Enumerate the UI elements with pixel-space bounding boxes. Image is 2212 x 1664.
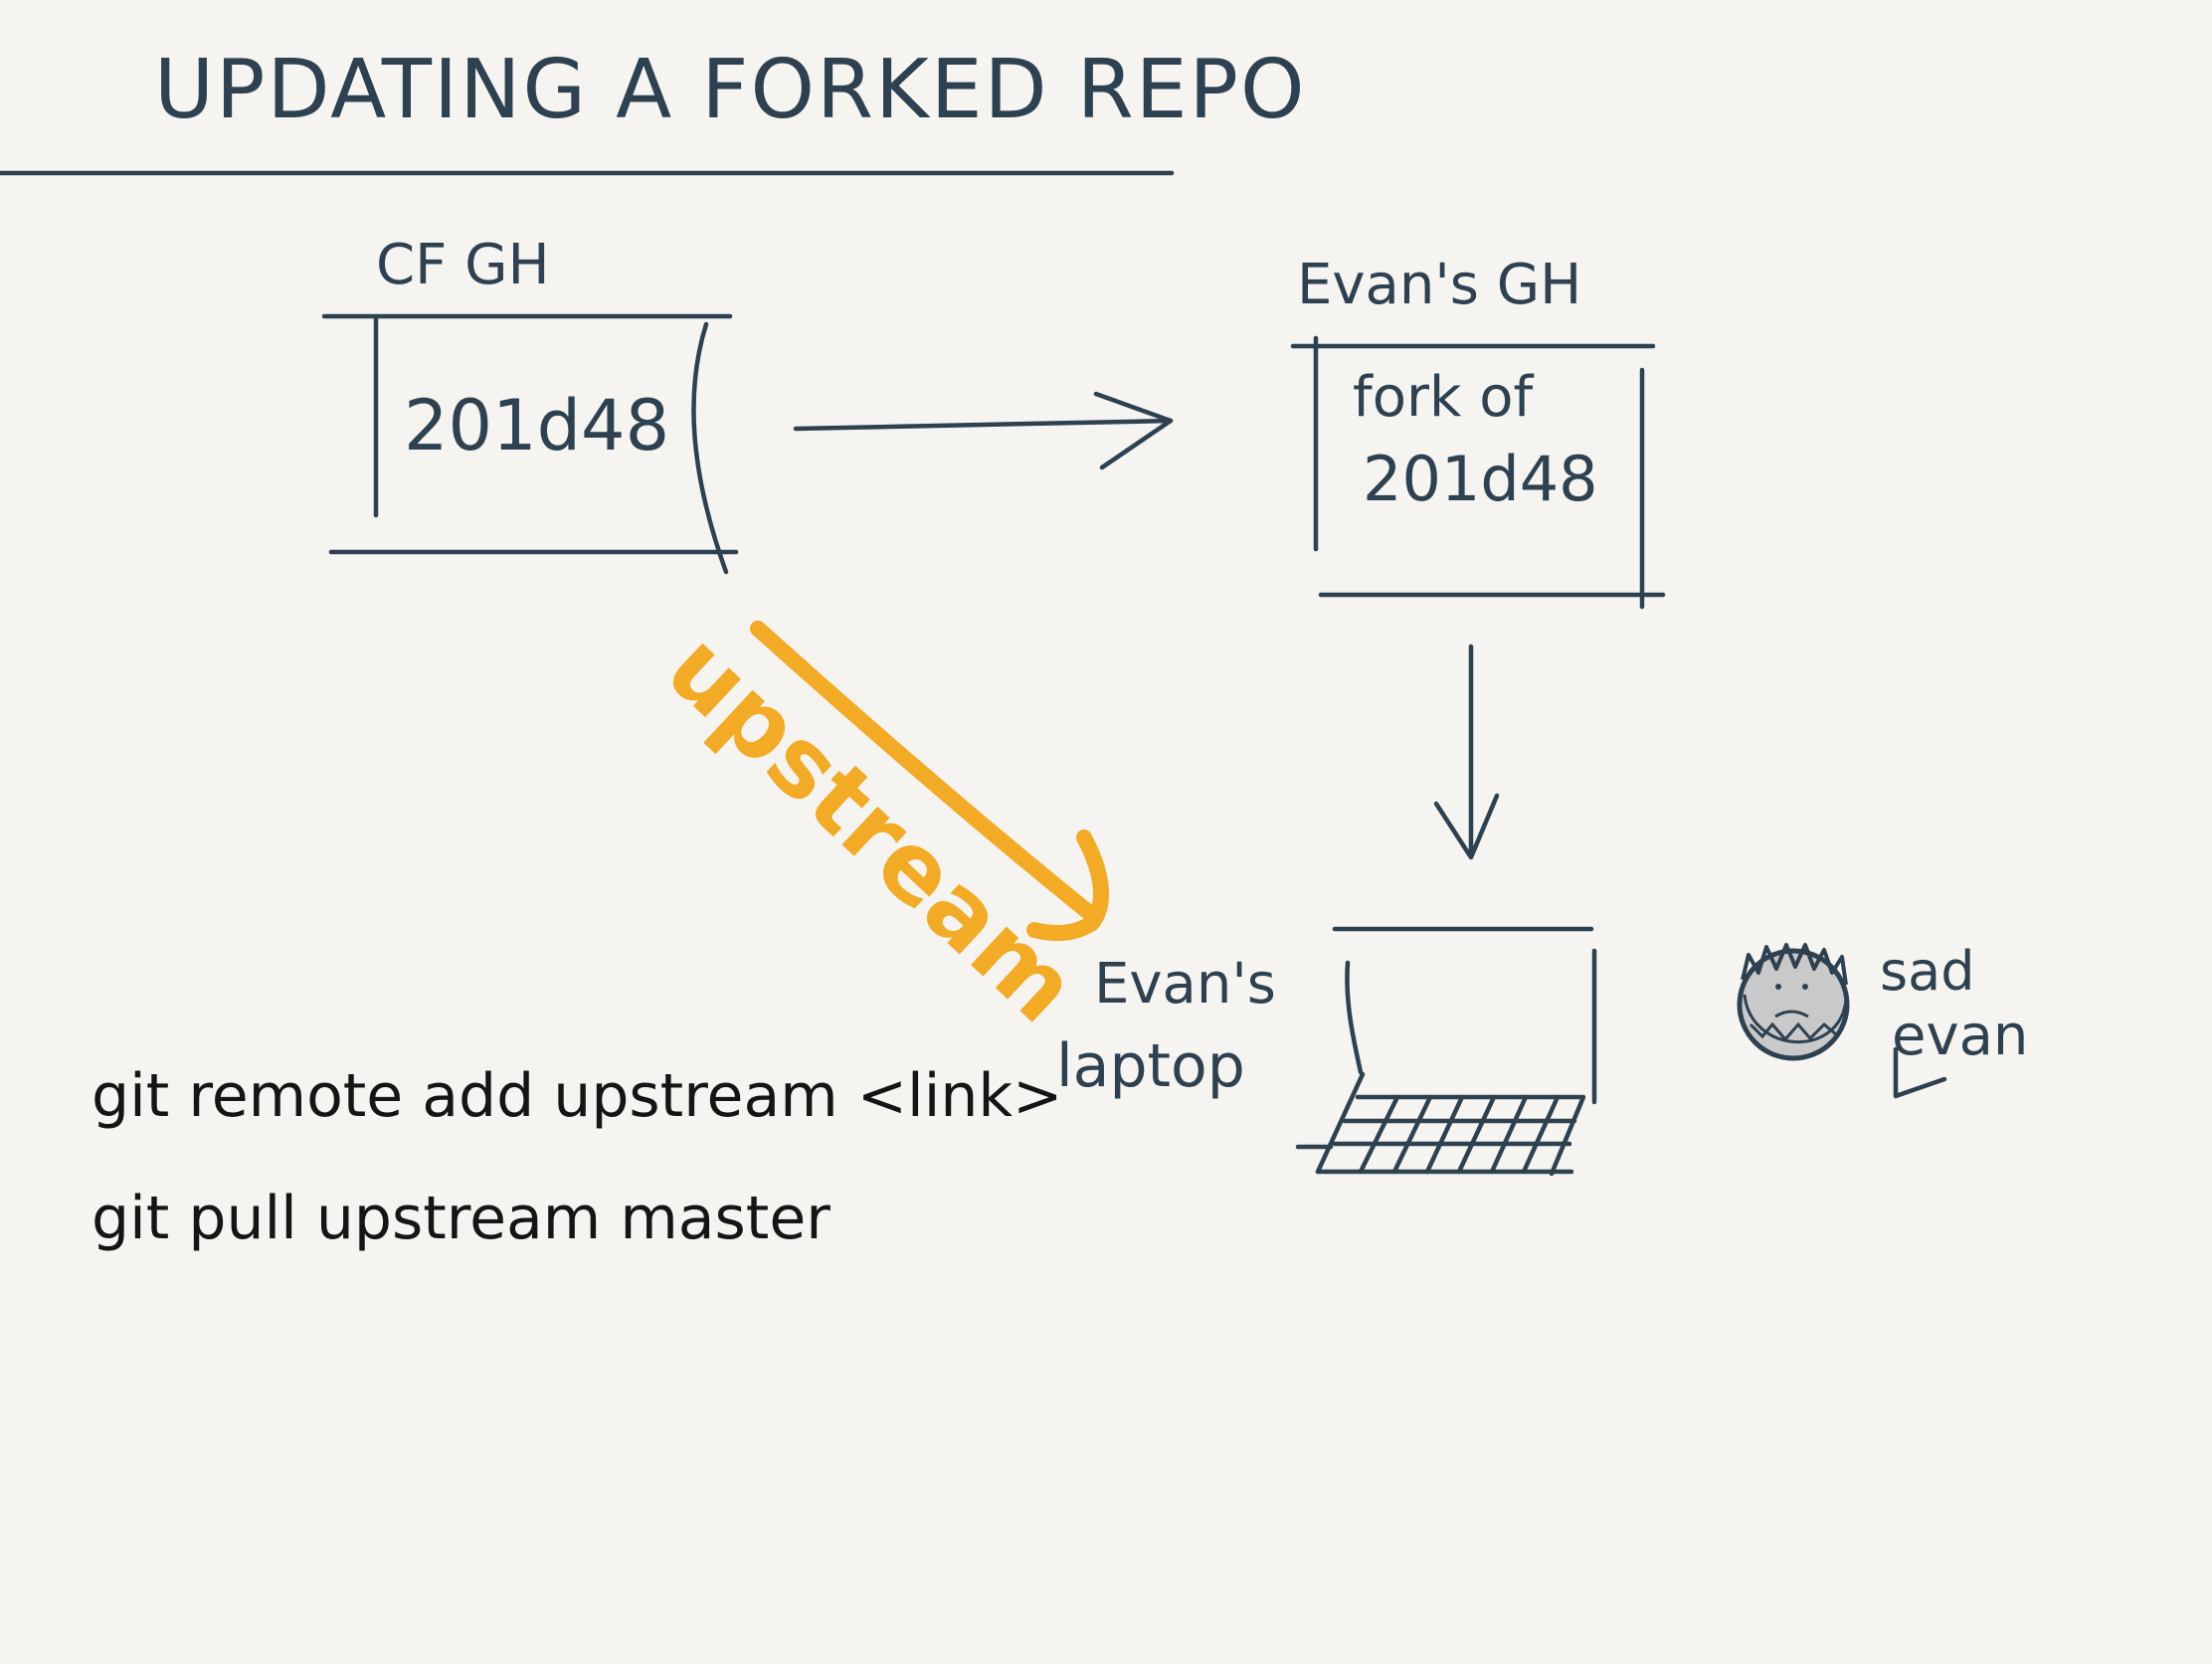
cf-gh-box: [321, 313, 739, 575]
laptop-label-owner: Evan's: [1094, 952, 1276, 1017]
command-line-2: git pull upstream master: [92, 1184, 830, 1253]
evans-gh-box: [1290, 335, 1666, 610]
page-title: UPDATING A FORKED REPO: [154, 43, 1307, 137]
cf-gh-label: CF GH: [376, 233, 550, 297]
laptop-icon: [1295, 926, 1597, 1177]
evans-gh-label: Evan's GH: [1297, 253, 1581, 317]
sad-evan-label-evan: evan: [1892, 1004, 2028, 1068]
command-line-1: git remote add upstream <link>: [92, 1061, 1062, 1131]
fork-arrow: [793, 391, 1174, 470]
evans-gh-fork-text: fork of: [1353, 365, 1534, 430]
upstream-label: upstream: [645, 612, 1098, 1044]
cf-gh-commit: 201d48: [404, 385, 669, 466]
clone-arrow: [1433, 644, 1500, 860]
sad-face-icon: [1737, 943, 1850, 1061]
upstream-arrow: [750, 621, 1109, 942]
laptop-label: laptop: [1056, 1031, 1245, 1101]
sad-evan-underline: [1893, 1046, 1947, 1099]
sad-evan-label-sad: sad: [1880, 940, 1975, 1003]
evans-gh-commit: 201d48: [1363, 443, 1598, 515]
